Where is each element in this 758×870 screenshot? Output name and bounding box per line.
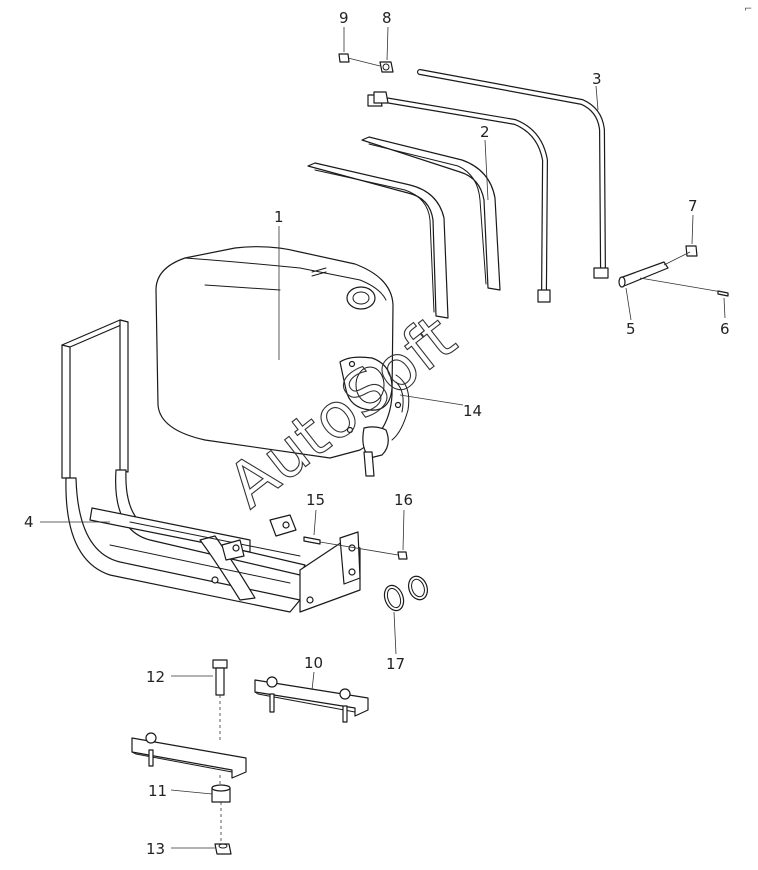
screw-small — [717, 290, 729, 297]
leader-lines — [40, 26, 726, 849]
callout-2: 2 — [480, 123, 490, 141]
callout-4: 4 — [24, 513, 34, 531]
retaining-nut — [685, 245, 698, 257]
bolt-15 — [303, 536, 321, 545]
callout-17: 17 — [386, 655, 405, 673]
tank-cradle-frame — [61, 319, 361, 613]
mounting-bracket-upper — [254, 676, 369, 723]
callout-15: 15 — [306, 491, 325, 509]
hose-clamps — [383, 575, 429, 612]
callout-7: 7 — [688, 197, 698, 215]
fuel-lines — [367, 69, 609, 303]
sleeve-pin — [618, 261, 669, 288]
callout-6: 6 — [720, 320, 730, 338]
bolt-12 — [212, 659, 228, 696]
mounting-bracket-lower — [131, 732, 247, 779]
union-nut — [379, 61, 394, 73]
callout-1: 1 — [274, 208, 284, 226]
callout-labels: 1 2 3 4 5 6 7 8 9 10 11 12 13 14 15 16 1… — [24, 9, 730, 858]
callout-8: 8 — [382, 9, 392, 27]
callout-3: 3 — [592, 70, 602, 88]
corner-mark: ⌐ — [744, 4, 752, 15]
callout-12: 12 — [146, 668, 165, 686]
rubber-bushing-11 — [211, 784, 231, 803]
tank-straps — [307, 136, 501, 319]
callout-10: 10 — [304, 654, 323, 672]
callout-9: 9 — [339, 9, 349, 27]
callout-13: 13 — [146, 840, 165, 858]
callout-5: 5 — [626, 320, 636, 338]
callout-16: 16 — [394, 491, 413, 509]
fuel-tank — [155, 246, 410, 477]
nut-16 — [397, 551, 408, 560]
callout-14: 14 — [463, 402, 482, 420]
nut-13 — [214, 843, 232, 855]
nut-small — [338, 53, 350, 63]
callout-11: 11 — [148, 782, 167, 800]
